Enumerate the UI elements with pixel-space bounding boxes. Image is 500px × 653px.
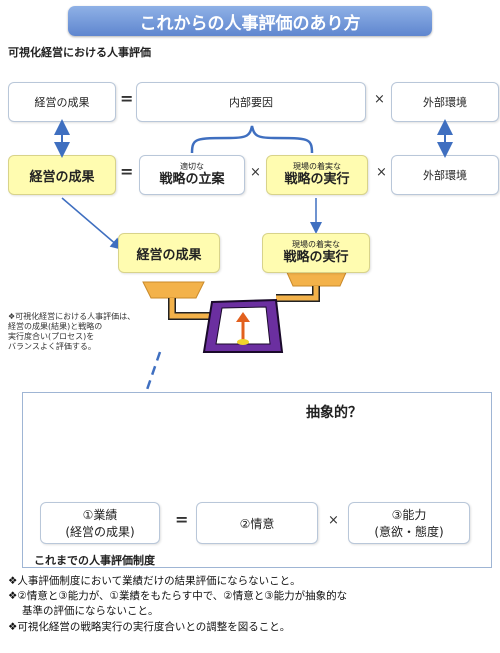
side-note-line: 実行度合い(プロセス)を: [8, 332, 95, 341]
bottom-note-line: ❖②情意と③能力が、①業績をもたらす中で、②情意と③能力が抽象的な: [8, 590, 348, 603]
internal-factor-brace: [190, 125, 314, 154]
row2-left-label: 経営の成果: [29, 169, 95, 185]
row1-internal-factor-box: 内部要因: [136, 82, 366, 122]
performance-line1: ①業績: [82, 508, 118, 522]
bottom-note-line: ❖人事評価制度において業績だけの結果評価にならないこと。: [8, 575, 301, 587]
scale-needle-head: [236, 312, 250, 322]
strategy-planning-big: 戦略の立案: [159, 171, 225, 187]
scale-execution-box: 現場の着実な 戦略の実行: [262, 233, 370, 273]
row1-left-label: 経営の成果: [34, 96, 90, 109]
scale-right-small: 現場の着実な: [292, 239, 340, 249]
page-title: これからの人事評価のあり方: [68, 6, 432, 36]
row1-equals: =: [120, 89, 134, 108]
scale-left-label: 経営の成果: [136, 247, 202, 263]
strategy-planning-small: 適切な: [180, 161, 204, 171]
row2-management-result-box: 経営の成果: [8, 155, 116, 195]
row2-times-2: ×: [376, 165, 387, 180]
side-note-line: 経営の成果(結果)と戦略の: [8, 322, 103, 331]
abstract-label: 抽象的？: [306, 405, 362, 421]
strategy-execution-big: 戦略の実行: [284, 171, 350, 187]
performance-line2: (経営の成果): [65, 525, 135, 539]
frame-equals: =: [175, 510, 189, 529]
bottom-note-line: 基準の評価にならないこと。: [22, 605, 159, 618]
attitude-label: ②情意: [239, 516, 275, 531]
section-label: 可視化経営における人事評価: [8, 46, 151, 59]
attitude-box: ②情意: [196, 502, 318, 544]
right-arm-fill: [276, 286, 319, 301]
strategy-execution-small: 現場の着実な: [293, 161, 341, 171]
strategy-planning-box: 適切な 戦略の立案: [139, 155, 245, 195]
scale-result-box: 経営の成果: [118, 233, 220, 273]
bottom-notes: ❖人事評価制度において業績だけの結果評価にならないこと。 ❖②情意と③能力が、①…: [8, 574, 496, 635]
row2-right-label: 外部環境: [423, 169, 467, 182]
bottom-note-line: ❖可視化経営の戦略実行の実行度合いとの調整を図ること。: [8, 620, 291, 633]
frame-times: ×: [328, 513, 339, 528]
row1-middle-label: 内部要因: [229, 96, 273, 109]
row1-times: ×: [374, 92, 385, 107]
diagonal-arrow: [61, 197, 123, 250]
left-pan: [142, 281, 205, 299]
left-arm-fill: [169, 298, 210, 319]
row2-equals: =: [120, 162, 134, 181]
strategy-execution-box: 現場の着実な 戦略の実行: [266, 155, 368, 195]
left-arm: [168, 298, 210, 320]
row1-right-label: 外部環境: [423, 96, 467, 109]
ability-box: ③能力 (意欲・態度): [348, 502, 470, 544]
side-note-line: バランスよく評価する。: [8, 342, 96, 351]
ability-line2: (意欲・態度): [374, 525, 444, 539]
frame-caption: これまでの人事評価制度: [34, 554, 155, 567]
scale-pivot: [237, 339, 249, 345]
row1-external-env-box: 外部環境: [391, 82, 499, 122]
performance-box: ①業績 (経営の成果): [40, 502, 160, 544]
ability-line1: ③能力: [391, 508, 427, 522]
row2-times-1: ×: [250, 165, 261, 180]
side-note-line: ❖可視化経営における人事評価は、: [8, 312, 136, 321]
side-note: ❖可視化経営における人事評価は、 経営の成果(結果)と戦略の 実行度合い(プロセ…: [8, 312, 158, 352]
scale-right-big: 戦略の実行: [283, 249, 349, 265]
